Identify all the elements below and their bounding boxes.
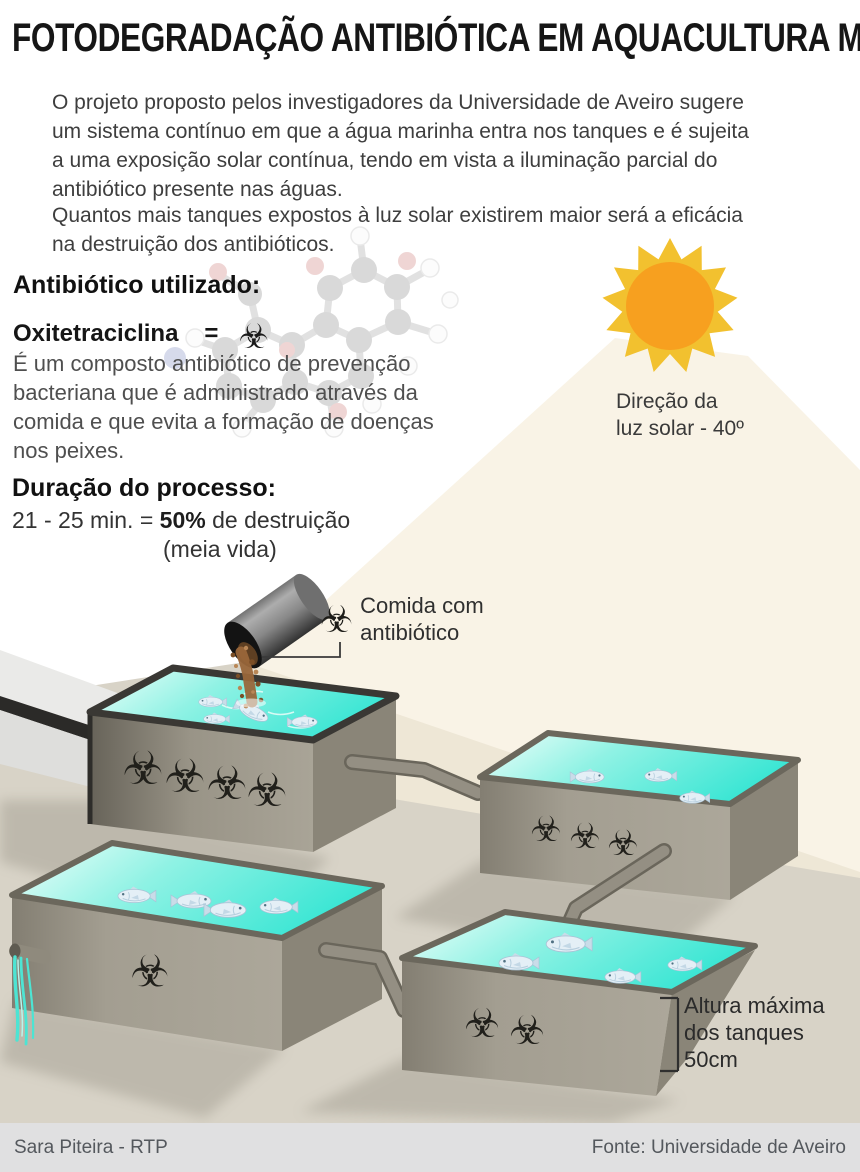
pipe-tank3-tank4 bbox=[318, 942, 412, 1018]
biohazard-icon: ☣ bbox=[130, 947, 169, 998]
antibiotic-formula: Oxitetraciclina = ☣ bbox=[13, 317, 269, 357]
biohazard-icon: ☣ bbox=[246, 763, 287, 817]
fish-icon bbox=[644, 768, 678, 782]
duration-suffix: de destruição bbox=[205, 507, 351, 533]
footer-bar: Sara Piteira - RTP Fonte: Universidade d… bbox=[0, 1123, 860, 1172]
tank-2-water bbox=[477, 730, 801, 807]
tank-3-shadow bbox=[0, 1000, 285, 1118]
duration-halflife: (meia vida) bbox=[163, 536, 277, 562]
tank-3-fish bbox=[117, 886, 299, 918]
tank-1-biohazards: ☣☣☣☣ bbox=[122, 741, 287, 817]
outlet-water-stream bbox=[12, 955, 35, 1046]
biohazard-icon: ☣ bbox=[238, 317, 269, 357]
fish-icon bbox=[498, 953, 540, 971]
tank-1-front-wall bbox=[90, 712, 313, 852]
tank-3: ☣ bbox=[9, 840, 385, 1051]
tank-2-biohazards: ☣☣☣ bbox=[530, 810, 638, 864]
label-connector-line bbox=[262, 642, 341, 658]
equals-sign: = bbox=[204, 320, 219, 347]
footer-credit: Sara Piteira - RTP bbox=[14, 1136, 168, 1158]
duration-range: 21 - 25 min. = bbox=[12, 507, 160, 533]
fish-icon bbox=[604, 968, 642, 984]
tank-4: ☣☣ bbox=[399, 909, 758, 1096]
height-bracket bbox=[660, 996, 680, 1073]
biohazard-icon: ☣ bbox=[164, 749, 205, 803]
footer-source: Fonte: Universidade de Aveiro bbox=[591, 1136, 846, 1158]
fish-icon bbox=[259, 897, 299, 915]
tank-4-right-wall bbox=[656, 950, 755, 1096]
tank-1-right-wall bbox=[313, 696, 396, 852]
biohazard-icon: ☣ bbox=[530, 810, 561, 850]
biohazard-icon: ☣ bbox=[569, 817, 600, 857]
tank-3-front-wall bbox=[12, 895, 282, 1051]
tank-4-shadow bbox=[300, 1058, 680, 1123]
tank-4-fish bbox=[498, 932, 703, 984]
tank-2-fish bbox=[569, 768, 711, 804]
antibiotic-description: É um composto antibiótico de prevenção b… bbox=[13, 351, 434, 463]
fish-icon bbox=[286, 714, 318, 728]
fish-icon bbox=[569, 768, 605, 784]
pipe-tank1-tank2 bbox=[344, 754, 486, 801]
intro-paragraph-1: O projeto proposto pelos investigadores … bbox=[52, 91, 749, 201]
duration-value: 21 - 25 min. = 50% de destruição bbox=[12, 507, 350, 534]
duration-heading: Duração do processo: bbox=[12, 474, 276, 502]
biohazard-icon: ☣ bbox=[206, 756, 247, 810]
fish-icon bbox=[679, 790, 711, 804]
duration-percent: 50% bbox=[159, 507, 206, 533]
intro-paragraph-2: Quantos mais tanques expostos à luz sola… bbox=[52, 204, 743, 256]
tank-2: ☣☣☣ bbox=[477, 730, 801, 900]
tank-3-water bbox=[9, 840, 385, 941]
tank-height-label: Altura máxima dos tanques 50cm bbox=[684, 993, 825, 1072]
biohazard-icon: ☣ bbox=[122, 741, 163, 795]
tank-4-front-wall bbox=[402, 958, 672, 1096]
food-biohazard-icon: ☣ bbox=[320, 597, 354, 641]
tank-1: ☣☣☣☣ bbox=[86, 664, 400, 852]
food-label-group: ☣ Comida com antibiótico bbox=[320, 592, 484, 646]
fish-icon bbox=[667, 956, 703, 972]
food-pipe bbox=[224, 573, 330, 669]
fish-icon bbox=[203, 712, 230, 724]
tank-4-water bbox=[399, 909, 758, 995]
fish-icon bbox=[545, 932, 593, 953]
sun-core bbox=[626, 262, 714, 350]
antibiotic-heading: Antibiótico utilizado: bbox=[13, 271, 261, 299]
sun-icon bbox=[602, 238, 738, 372]
biohazard-icon: ☣ bbox=[464, 1001, 500, 1047]
tank-3-biohazards: ☣ bbox=[130, 947, 169, 998]
infographic-title: FOTODEGRADAÇÃO ANTIBIÓTICA EM AQUACULTUR… bbox=[12, 16, 860, 60]
food-label: Comida com antibiótico bbox=[360, 593, 484, 645]
food-splash bbox=[236, 698, 266, 708]
molecule-watermark bbox=[164, 226, 459, 438]
antibiotic-name: Oxitetraciclina bbox=[13, 320, 179, 347]
tank-2-front-wall bbox=[480, 777, 730, 900]
outlet-pipe bbox=[9, 943, 51, 964]
fish-icon bbox=[203, 899, 247, 918]
fish-icon bbox=[198, 695, 227, 708]
biohazard-icon: ☣ bbox=[509, 1008, 545, 1054]
biohazard-icon: ☣ bbox=[607, 824, 638, 864]
tank-4-biohazards: ☣☣ bbox=[464, 1001, 545, 1054]
sun-direction-label: Direção da luz solar - 40º bbox=[616, 390, 744, 440]
fish-icon bbox=[117, 886, 157, 904]
